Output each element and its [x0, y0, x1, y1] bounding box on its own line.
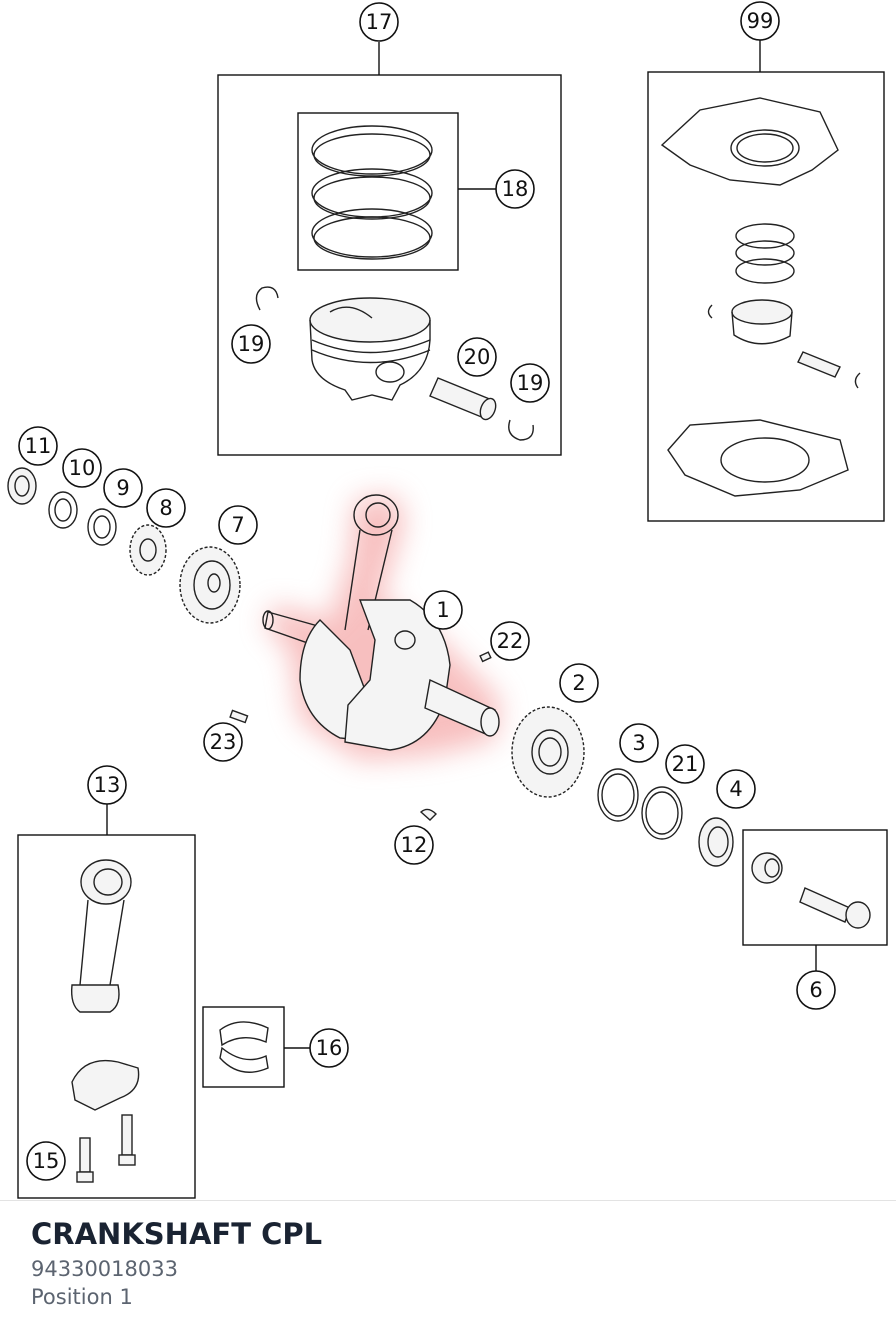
- callout-13[interactable]: 13: [87, 765, 127, 805]
- callout-8[interactable]: 8: [146, 488, 186, 528]
- nut-washer-drawing: [698, 817, 734, 867]
- piston-rings-drawing: [311, 125, 433, 260]
- callout-18[interactable]: 18: [495, 169, 535, 209]
- svg-text:11: 11: [25, 434, 52, 458]
- piston-kit-box: [217, 74, 562, 456]
- part-title: CRANKSHAFT CPL: [31, 1217, 323, 1251]
- crankshaft-drawing: [262, 494, 500, 751]
- callout-1[interactable]: 1: [423, 590, 463, 630]
- gasket-kit-box: [647, 71, 885, 522]
- part-number: 94330018033: [31, 1257, 178, 1281]
- callout-19[interactable]: 19: [231, 324, 271, 364]
- callout-4[interactable]: 4: [716, 769, 756, 809]
- piston-pin-drawing: [429, 377, 497, 421]
- callout-99[interactable]: 99: [740, 1, 780, 41]
- circlip-drawing: [255, 286, 279, 311]
- piston-drawing: [309, 297, 431, 401]
- callout-9[interactable]: 9: [103, 468, 143, 508]
- part-info-panel: CRANKSHAFT CPL 94330018033 Position 1: [0, 1200, 896, 1336]
- svg-text:20: 20: [464, 345, 491, 369]
- callout-7[interactable]: 7: [218, 505, 258, 545]
- callout-21[interactable]: 21: [665, 744, 705, 784]
- callout-20[interactable]: 20: [457, 337, 497, 377]
- svg-text:8: 8: [159, 496, 172, 520]
- svg-text:23: 23: [210, 730, 237, 754]
- svg-text:9: 9: [116, 476, 129, 500]
- callout-2[interactable]: 2: [559, 663, 599, 703]
- svg-text:1: 1: [436, 598, 449, 622]
- oil-seal-drawing: [7, 467, 37, 505]
- thrust-washer-drawing: [597, 768, 639, 822]
- shim-drawing: [641, 786, 683, 840]
- svg-text:17: 17: [366, 10, 393, 34]
- gasket-kit-drawing: [660, 97, 861, 497]
- svg-text:10: 10: [69, 456, 96, 480]
- svg-text:16: 16: [316, 1036, 343, 1060]
- svg-text:12: 12: [401, 833, 428, 857]
- drive-gear-drawing: [511, 706, 585, 798]
- conrod-drawing: [70, 859, 140, 1183]
- part-position: Position 1: [31, 1285, 133, 1309]
- svg-text:21: 21: [672, 752, 699, 776]
- callout-15[interactable]: 15: [26, 1141, 66, 1181]
- svg-text:19: 19: [517, 371, 544, 395]
- bolt-set-box: [742, 829, 888, 946]
- callout-22[interactable]: 22: [490, 621, 530, 661]
- small-gear-drawing: [129, 524, 167, 576]
- key-drawing: [419, 808, 437, 821]
- svg-text:7: 7: [231, 513, 244, 537]
- callout-23[interactable]: 23: [203, 722, 243, 762]
- pin-drawing: [479, 651, 492, 663]
- svg-text:4: 4: [729, 777, 742, 801]
- bolt-set-drawing: [751, 852, 871, 929]
- bearing-shell-drawing: [219, 1021, 269, 1073]
- callout-11[interactable]: 11: [18, 426, 58, 466]
- callout-12[interactable]: 12: [394, 825, 434, 865]
- large-gear-drawing: [179, 546, 241, 624]
- callout-6[interactable]: 6: [796, 970, 836, 1010]
- spacer-drawing: [87, 508, 117, 546]
- svg-text:19: 19: [238, 332, 265, 356]
- callout-19b[interactable]: 19: [510, 363, 550, 403]
- svg-text:3: 3: [632, 731, 645, 755]
- callout-17[interactable]: 17: [359, 2, 399, 42]
- callout-16[interactable]: 16: [309, 1028, 349, 1068]
- svg-text:18: 18: [502, 177, 529, 201]
- svg-text:2: 2: [572, 671, 585, 695]
- svg-text:15: 15: [33, 1149, 60, 1173]
- washer-drawing: [48, 491, 78, 529]
- svg-text:13: 13: [94, 773, 121, 797]
- svg-text:6: 6: [809, 978, 822, 1002]
- svg-text:22: 22: [497, 629, 524, 653]
- circlip-drawing: [508, 419, 534, 441]
- exploded-parts-diagram: 17 18 19 20 19 99 11 10 9 8 7 1 22 2 3 2…: [7, 1, 888, 1199]
- callout-3[interactable]: 3: [619, 723, 659, 763]
- bearing-shell-box: [202, 1006, 285, 1088]
- key-drawing: [229, 709, 249, 724]
- svg-text:99: 99: [747, 9, 774, 33]
- callout-10[interactable]: 10: [62, 448, 102, 488]
- piston-rings-box: [297, 112, 459, 271]
